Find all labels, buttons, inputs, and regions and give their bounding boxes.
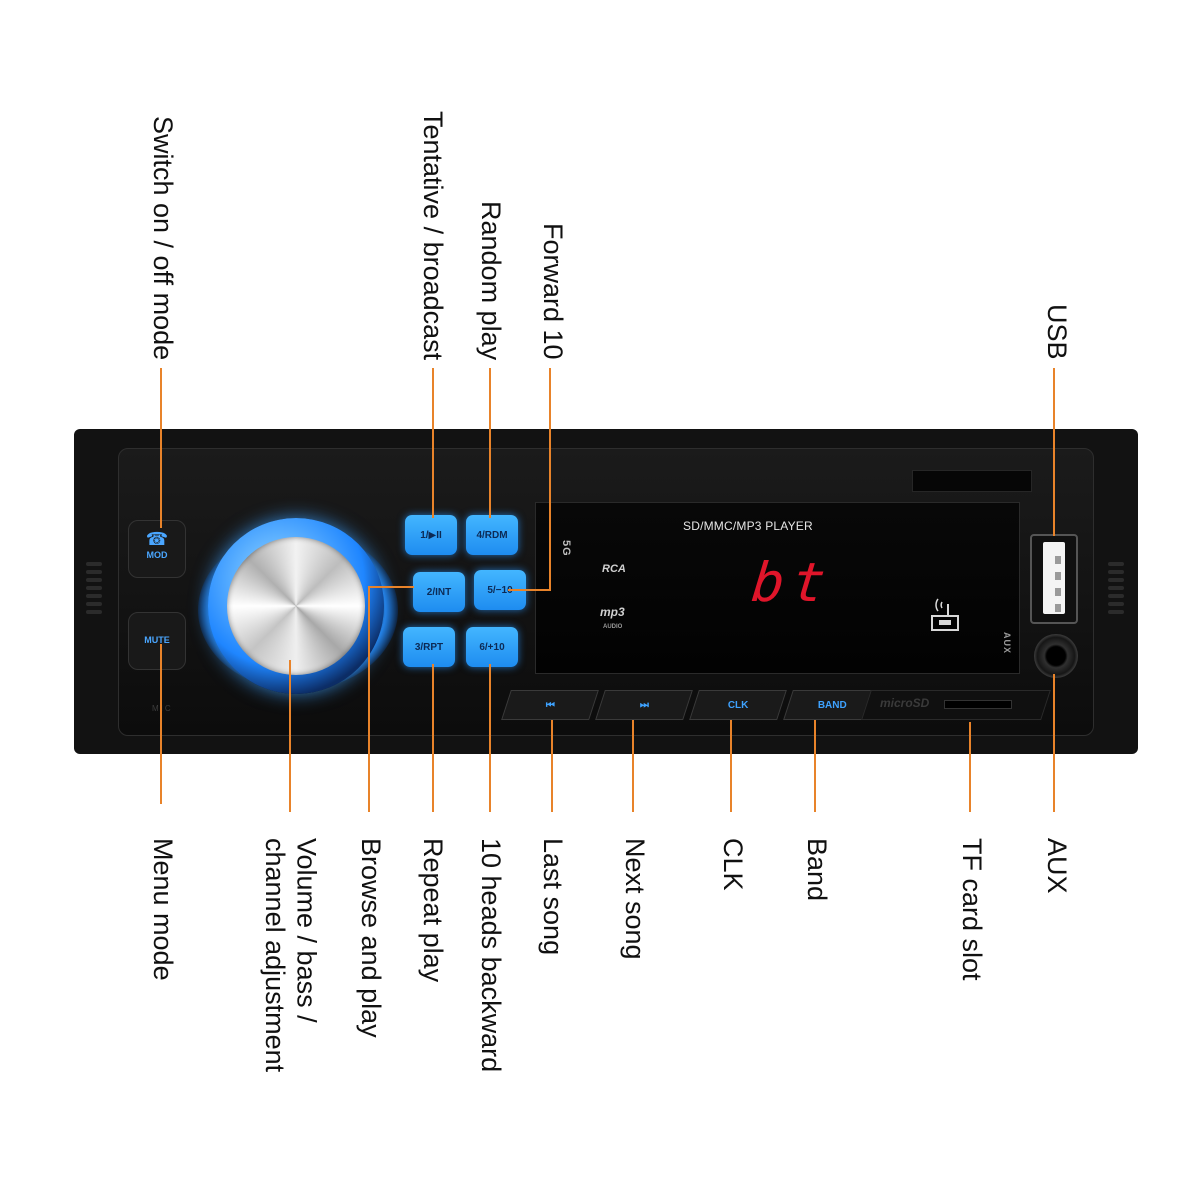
top-slot [912,470,1032,492]
band-button-label: BAND [817,699,847,711]
left-vent [86,562,102,632]
label-volume-line2: channel adjustment [259,838,290,1073]
usb-pin [1055,556,1061,564]
audio-logo: AUDIO [603,624,623,630]
aux-text: AUX [1002,632,1012,655]
usb-pin [1055,604,1061,612]
volume-knob[interactable] [227,537,365,675]
mod-button[interactable]: ☎ MOD [128,520,186,578]
label-tentative: Tentative / broadcast [417,110,448,360]
leader-switch-mode [160,368,162,528]
key-3-repeat[interactable]: 3/RPT [403,627,455,667]
bluetooth-radio-icon [931,598,959,631]
leader-aux [1053,674,1055,812]
usb-socket [1043,542,1065,614]
leader-menu [160,644,162,804]
label-clk: CLK [717,838,748,891]
label-menu: Menu mode [147,838,178,981]
lcd-display [535,502,1020,674]
label-tf: TF card slot [956,838,987,981]
label-volume: Volume / bass / channel adjustment [258,838,322,1072]
leader-forward-h [508,589,551,591]
leader-clk [730,720,732,812]
label-last: Last song [537,838,568,956]
label-volume-line1: Volume / bass / [291,838,322,1023]
key-4-random[interactable]: 4/RDM [466,515,518,555]
label-repeat: Repeat play [417,838,448,983]
label-forward: Forward 10 [537,223,568,360]
rca-logo: RCA [602,563,626,575]
leader-tentative [432,368,434,518]
leader-next [632,720,634,812]
next-icon: ⏭ [639,699,649,711]
mod-label: MOD [146,550,168,560]
leader-backward [489,664,491,812]
leader-volume [289,660,291,812]
mute-button[interactable]: MUTE [128,612,186,670]
clk-button[interactable]: CLK [689,690,787,720]
key-2-intro[interactable]: 2/INT [413,572,465,612]
label-band: Band [801,838,832,902]
leader-repeat [432,664,434,812]
mic-label: MIC [152,704,173,713]
leader-browse-h [368,586,414,588]
mp3-logo: mp3 [600,605,625,619]
key-1-play-pause[interactable]: 1/▶II [405,515,457,555]
right-vent [1108,562,1124,632]
leader-usb [1053,368,1055,536]
next-button[interactable]: ⏭ [595,690,693,720]
leader-band [814,720,816,812]
label-browse: Browse and play [355,838,386,1038]
side-logo: 5G [560,540,572,557]
micro-sd-label: microSD [880,696,930,710]
leader-last [551,720,553,812]
leader-forward [549,368,551,590]
previous-button[interactable]: ⏮ [501,690,599,720]
label-usb: USB [1041,304,1072,360]
leader-browse [368,586,370,812]
clk-button-label: CLK [727,699,749,711]
key-6-forward-10[interactable]: 6/+10 [466,627,518,667]
label-switch-mode: Switch on / off mode [147,115,178,360]
mute-label: MUTE [144,635,170,645]
aux-jack[interactable] [1034,634,1078,678]
previous-icon: ⏮ [545,699,555,711]
leader-tf [969,722,971,812]
usb-pin [1055,588,1061,596]
phone-icon: ☎ [145,529,169,549]
label-backward: 10 heads backward [475,838,506,1073]
label-aux: AUX [1041,838,1072,894]
display-title: SD/MMC/MP3 PLAYER [683,519,813,533]
label-next: Next song [619,838,650,960]
tf-card-slot[interactable] [944,700,1012,709]
usb-pin [1055,572,1061,580]
label-random: Random play [475,200,506,360]
display-text: bt [748,551,837,614]
leader-random [489,368,491,518]
